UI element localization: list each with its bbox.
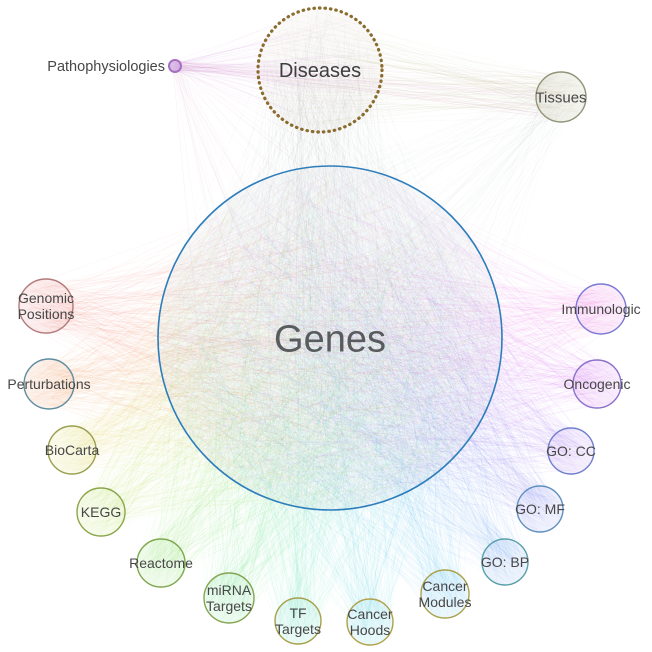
node-label-perturbations: Perturbations <box>7 376 90 392</box>
node-perturbations[interactable] <box>23 358 75 410</box>
edges-biocarta-to-genes <box>47 174 496 500</box>
node-diseases[interactable] <box>256 6 384 134</box>
edges-mirna-targets-to-genes <box>166 167 497 623</box>
edges-pathophysiologies-to-tissues <box>170 60 580 121</box>
node-layer: Genes Diseases PathophysiologiesTissuesGen… <box>7 6 641 646</box>
node-go-cc[interactable] <box>547 427 595 475</box>
edges-perturbations-to-genes <box>24 167 496 498</box>
node-label-go-bp: GO: BP <box>481 554 529 570</box>
node-mirna-targets[interactable] <box>203 572 255 624</box>
node-go-bp[interactable] <box>481 538 529 586</box>
edges-go-cc-to-genes <box>176 172 594 505</box>
node-label-tissues: Tissues <box>535 89 586 106</box>
node-go-mf[interactable] <box>516 485 564 533</box>
node-label-diseases: Diseases <box>279 60 361 82</box>
node-cancer-hoods[interactable] <box>346 598 394 646</box>
edges-kegg-to-genes <box>77 167 495 536</box>
node-genes[interactable] <box>157 165 503 511</box>
node-reactome[interactable] <box>136 538 186 588</box>
edges-tissues-to-genes <box>160 72 586 489</box>
node-label-go-mf: GO: MF <box>515 501 565 517</box>
edges-diseases-to-tissues <box>259 10 586 127</box>
node-tf-targets[interactable] <box>274 597 322 645</box>
node-oncogenic[interactable] <box>572 359 622 409</box>
edges-oncogenic-to-genes <box>166 168 620 504</box>
edges-pathophysiologies-to-genes <box>169 60 469 495</box>
edges-go-bp-to-genes <box>159 170 528 586</box>
edges-immunologic-to-genes <box>166 167 626 506</box>
node-label-immunologic: Immunologic <box>561 301 640 317</box>
node-immunologic[interactable] <box>575 283 627 335</box>
edge-layer <box>22 10 626 645</box>
node-label-go-cc: GO: CC <box>546 443 596 459</box>
node-genomic-positions[interactable] <box>18 278 74 334</box>
edges-tf-targets-to-genes <box>159 171 497 643</box>
edges-reactome-to-genes <box>137 165 489 585</box>
node-biocarta[interactable] <box>47 425 97 475</box>
node-label-genes: Genes <box>274 318 386 360</box>
edges-genomic-positions-to-genes <box>22 167 497 507</box>
edges-cancer-hoods-to-genes <box>162 168 495 645</box>
node-label-kegg: KEGG <box>81 504 121 520</box>
edges-go-mf-to-genes <box>162 177 562 532</box>
node-pathophysiologies[interactable] <box>168 59 182 73</box>
edges-diseases-to-pathophysiologies <box>169 15 378 123</box>
node-tissues[interactable] <box>535 71 587 123</box>
node-cancer-modules[interactable] <box>420 569 470 619</box>
edges-diseases-to-genes <box>160 10 500 502</box>
node-label-biocarta: BioCarta <box>45 442 100 458</box>
node-label-reactome: Reactome <box>129 555 193 571</box>
node-label-pathophysiologies: Pathophysiologies <box>47 59 165 75</box>
node-label-oncogenic: Oncogenic <box>564 376 631 392</box>
node-kegg[interactable] <box>76 487 126 537</box>
